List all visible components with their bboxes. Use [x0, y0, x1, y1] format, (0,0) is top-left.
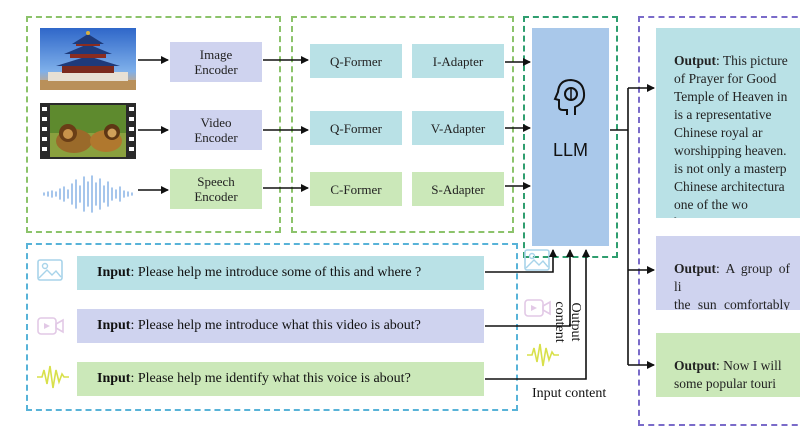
temple-image [40, 28, 136, 90]
input-box-image: Input: Please help me introduce some of … [77, 256, 484, 290]
input-prefix: Input [97, 265, 131, 280]
adapter-group [291, 16, 514, 233]
q-former-video: Q-Former [310, 111, 402, 145]
output-prefix: Output [674, 358, 717, 373]
input-content-label: Input content [532, 386, 607, 401]
lion-video-thumbnail [40, 103, 136, 159]
c-former-speech: C-Former [310, 172, 402, 206]
output-text: : This picture of Prayer for Good Temple… [674, 53, 788, 218]
llm-block: LLM [532, 28, 609, 246]
llm-label: LLM [552, 139, 588, 160]
speech-waveform-icon [40, 174, 136, 214]
head-brain-icon [553, 78, 585, 115]
output-text: : A group of li the sun comfortably o gr… [674, 261, 790, 310]
video-encoder: Video Encoder [170, 110, 262, 150]
image-encoder: Image Encoder [170, 42, 262, 82]
input-text: : Please help me introduce what this vid… [130, 318, 421, 333]
input-text: : Please help me identify what this voic… [130, 371, 411, 386]
output-text: : Now I will some popular touri Beijing.… [674, 358, 782, 397]
input-box-speech: Input: Please help me identify what this… [77, 362, 484, 396]
output-box-video: Output: A group of li the sun comfortabl… [656, 236, 800, 310]
input-prefix: Input [97, 318, 131, 333]
q-former-image: Q-Former [310, 44, 402, 78]
i-adapter: I-Adapter [412, 44, 504, 78]
input-text: : Please help me introduce some of this … [130, 265, 422, 280]
image-icon [36, 258, 64, 284]
s-adapter: S-Adapter [412, 172, 504, 206]
voice-wave-icon [36, 364, 70, 390]
video-camera-icon [36, 314, 66, 338]
image-icon-right [523, 248, 551, 274]
output-prefix: Output [674, 53, 717, 68]
encoder-group [26, 16, 281, 233]
input-prefix: Input [97, 371, 131, 386]
input-box-video: Input: Please help me introduce what thi… [77, 309, 484, 343]
v-adapter: V-Adapter [412, 111, 504, 145]
output-box-image: Output: This picture of Prayer for Good … [656, 28, 800, 218]
output-box-speech: Output: Now I will some popular touri Be… [656, 333, 800, 397]
video-camera-icon-right [523, 296, 553, 320]
output-content-label: Output content [552, 301, 583, 343]
output-prefix: Output [674, 261, 717, 276]
speech-encoder: Speech Encoder [170, 169, 262, 209]
